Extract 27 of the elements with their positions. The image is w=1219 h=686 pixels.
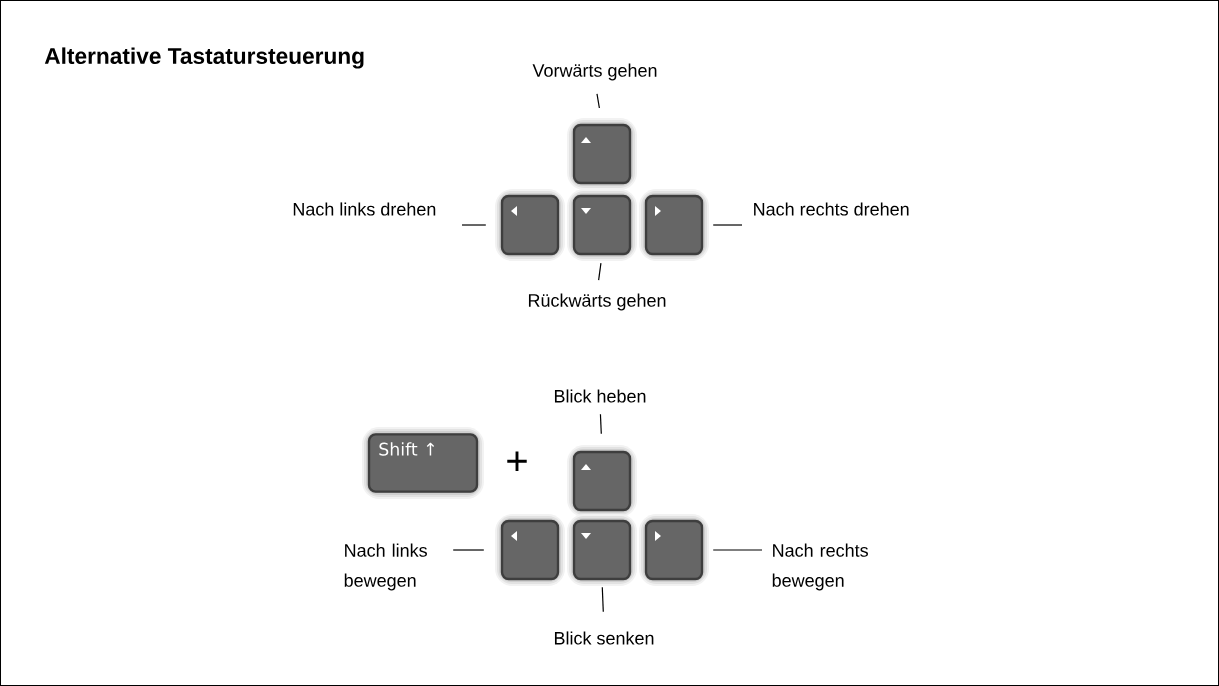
plus-sign: + xyxy=(507,451,527,472)
leader-line xyxy=(601,586,604,613)
arrow-key xyxy=(567,445,637,517)
arrow-key xyxy=(567,189,637,261)
leader-line xyxy=(712,549,763,551)
leader-line xyxy=(599,413,602,435)
title: Alternative Tastatursteuerung xyxy=(44,47,364,69)
leader-line xyxy=(712,224,743,226)
arrow-key xyxy=(639,514,709,586)
leader-line xyxy=(452,549,485,551)
arrow-key xyxy=(495,189,565,261)
key-label: Nach links bewegen xyxy=(344,543,427,591)
shift-key: Shift ↑ xyxy=(362,427,484,499)
leader-line xyxy=(461,224,487,226)
key-label: Rückwärts gehen xyxy=(528,293,666,311)
key-label: Nach links drehen xyxy=(293,202,436,216)
arrow-key xyxy=(495,514,565,586)
key-label: Nach rechts bewegen xyxy=(772,543,868,591)
leader-line xyxy=(596,93,600,109)
key-label: Blick senken xyxy=(554,631,654,645)
arrow-key xyxy=(639,189,709,261)
key-label: Nach rechts drehen xyxy=(754,202,909,216)
leader-line xyxy=(598,262,602,281)
key-label: Vorwärts gehen xyxy=(532,63,657,81)
arrow-key xyxy=(567,118,637,190)
arrow-key xyxy=(567,514,637,586)
key-label: Blick heben xyxy=(554,389,646,403)
